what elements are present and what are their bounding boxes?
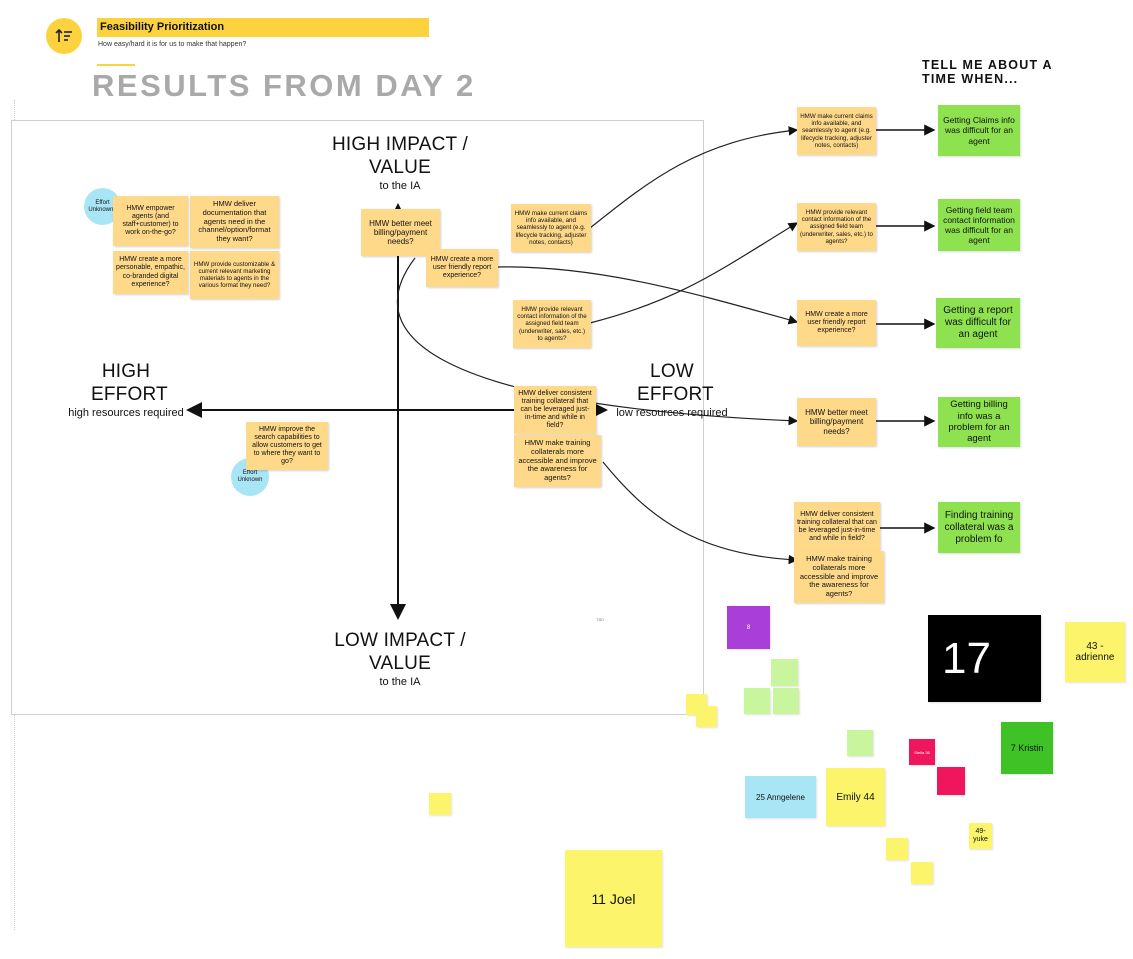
bottom-axis-label: LOW IMPACT / VALUE to the IA bbox=[310, 630, 490, 688]
left-axis-label: HIGH EFFORT high resources required bbox=[56, 361, 196, 419]
light-green-note[interactable] bbox=[771, 659, 798, 686]
connector-billing bbox=[396, 257, 799, 426]
heading-underline bbox=[97, 64, 135, 66]
sticky-note[interactable]: HMW deliver consistent training collater… bbox=[794, 502, 880, 552]
bottom-axis-title: LOW IMPACT / VALUE bbox=[334, 630, 466, 674]
light-green-note[interactable] bbox=[773, 688, 799, 714]
sticky-note[interactable]: HMW make current claims info available, … bbox=[797, 107, 876, 155]
sticky-note[interactable]: HMW improve the search capabilities to a… bbox=[246, 422, 328, 470]
sticky-note[interactable]: HMW make current claims info available, … bbox=[511, 204, 591, 252]
emily-note[interactable]: Emily 44 bbox=[826, 768, 885, 826]
sticky-note[interactable]: HMW provide customizable & current relev… bbox=[190, 251, 279, 299]
yuke-note[interactable]: 49- yuke bbox=[969, 823, 992, 849]
angelene-note[interactable]: 25 Anngelene bbox=[745, 776, 816, 818]
light-green-note[interactable] bbox=[847, 730, 873, 756]
page-subtitle: How easy/hard it is for us to make that … bbox=[98, 41, 247, 48]
outcome-note[interactable]: Finding training collateral was a proble… bbox=[938, 502, 1020, 553]
tell-me-heading: TELL ME ABOUT A TIME WHEN... bbox=[922, 58, 1053, 87]
yellow-note[interactable] bbox=[429, 793, 451, 815]
top-axis-sub: to the IA bbox=[379, 179, 421, 192]
app-icon[interactable] bbox=[46, 18, 82, 54]
left-axis-sub: high resources required bbox=[68, 406, 184, 419]
connector-contacts bbox=[589, 222, 799, 324]
sticky-note[interactable]: HMW make training collaterals more acces… bbox=[794, 551, 884, 603]
top-axis-title: HIGH IMPACT / VALUE bbox=[332, 134, 468, 178]
outcome-note[interactable]: Getting field team contact information w… bbox=[938, 199, 1020, 251]
right-axis-title: LOW EFFORT bbox=[637, 361, 714, 405]
sort-list-icon bbox=[55, 28, 72, 42]
connector-claims bbox=[589, 126, 799, 229]
joel-note[interactable]: 11 Joel bbox=[565, 850, 662, 947]
results-heading: RESULTS FROM DAY 2 bbox=[92, 68, 476, 103]
light-green-note[interactable] bbox=[744, 688, 770, 714]
page-title: Feasibility Prioritization bbox=[100, 21, 225, 33]
outcome-note[interactable]: Getting Claims info was difficult for an… bbox=[938, 105, 1020, 156]
sticky-note[interactable]: HMW empower agents (and staff+customer) … bbox=[113, 196, 188, 246]
sticky-note[interactable]: HMW provide relevant contact information… bbox=[513, 300, 591, 348]
outcome-note[interactable]: Getting a report was difficult for an ag… bbox=[936, 298, 1020, 348]
outcome-note[interactable]: Getting billing info was a problem for a… bbox=[938, 397, 1020, 447]
sticky-note[interactable]: HMW make training collaterals more acces… bbox=[514, 435, 601, 487]
yellow-note[interactable] bbox=[886, 838, 908, 860]
title-bar bbox=[97, 18, 429, 37]
tiny-tag: TBD bbox=[596, 617, 604, 622]
adrienne-note[interactable]: 43 - adrienne bbox=[1065, 622, 1125, 682]
top-axis-label: HIGH IMPACT / VALUE to the IA bbox=[310, 134, 490, 192]
kristin-note[interactable]: 7 Kristin bbox=[1001, 722, 1053, 774]
bottom-axis-sub: to the IA bbox=[379, 675, 421, 688]
left-axis-title: HIGH EFFORT bbox=[91, 361, 168, 405]
sticky-note[interactable]: HMW deliver consistent training collater… bbox=[514, 386, 596, 434]
sticky-note[interactable]: HMW provide relevant contact information… bbox=[797, 203, 876, 251]
sticky-note[interactable]: HMW create a more personable, empathic, … bbox=[113, 251, 188, 294]
sticky-note[interactable]: HMW better meet billing/payment needs? bbox=[797, 398, 876, 446]
pink-note[interactable]: Stella 36 bbox=[909, 739, 935, 765]
right-axis-label: LOW EFFORT low resources required bbox=[602, 361, 742, 419]
pink-note[interactable] bbox=[937, 767, 965, 795]
right-axis-sub: low resources required bbox=[616, 406, 728, 419]
connector-training bbox=[602, 461, 799, 565]
sticky-note[interactable]: HMW create a more user friendly report e… bbox=[426, 249, 498, 287]
sticky-note[interactable]: HMW better meet billing/payment needs? bbox=[361, 209, 440, 256]
yellow-note[interactable] bbox=[696, 706, 717, 727]
connector-report bbox=[496, 266, 799, 325]
sticky-note[interactable]: HMW create a more user friendly report e… bbox=[797, 300, 876, 346]
sticky-note[interactable]: HMW deliver documentation that agents ne… bbox=[190, 196, 279, 248]
black-note[interactable]: 17 bbox=[928, 615, 1041, 702]
yellow-note[interactable] bbox=[911, 862, 933, 884]
purple-note[interactable]: 8 bbox=[727, 606, 770, 649]
